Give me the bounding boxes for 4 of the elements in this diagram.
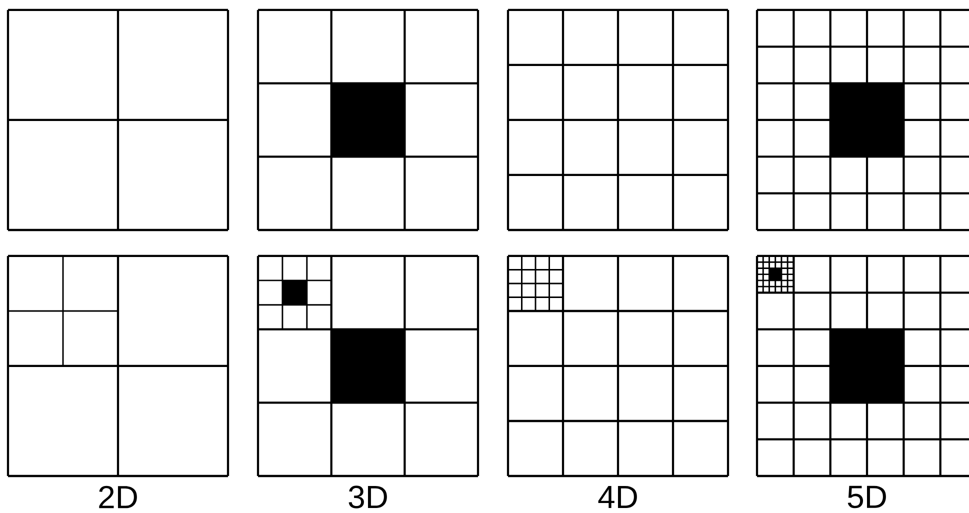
column-label: 4D [598,486,637,508]
column-label: 3D [348,486,387,508]
column-label: 5D [848,486,886,508]
column-label: 2D [99,486,137,508]
